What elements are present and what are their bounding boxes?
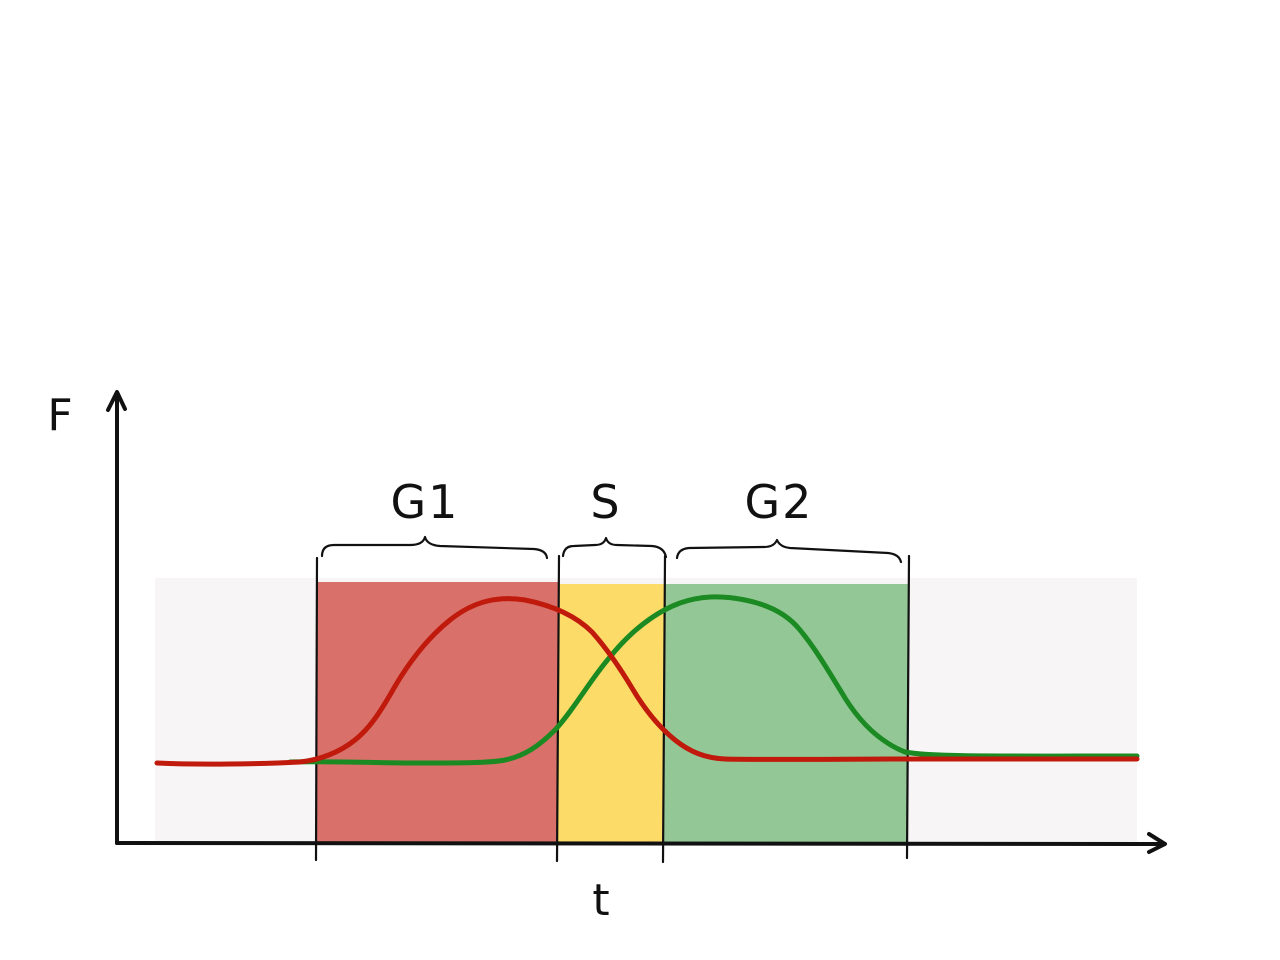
phase-divider-end-g2 [905,554,911,860]
phase-region-g2 [664,584,908,842]
x-axis [115,841,1165,846]
brace-s [561,536,668,559]
y-axis-label: F [47,390,72,441]
green-series-curve [287,594,1140,766]
x-axis-label: t [592,875,609,926]
red-series-curve [154,596,1140,767]
phase-divider-g1-s [555,554,561,863]
phase-label-g1: G1 [391,475,460,529]
x-axis-arrowhead [1147,832,1167,854]
y-axis-arrowhead [106,390,127,412]
phase-label-s: S [590,475,621,529]
phase-divider-start-g1 [314,556,319,862]
phase-region-g1 [317,582,558,842]
brace-g2 [675,538,903,564]
phase-label-g2: G2 [745,475,814,529]
brace-g1 [320,535,549,560]
